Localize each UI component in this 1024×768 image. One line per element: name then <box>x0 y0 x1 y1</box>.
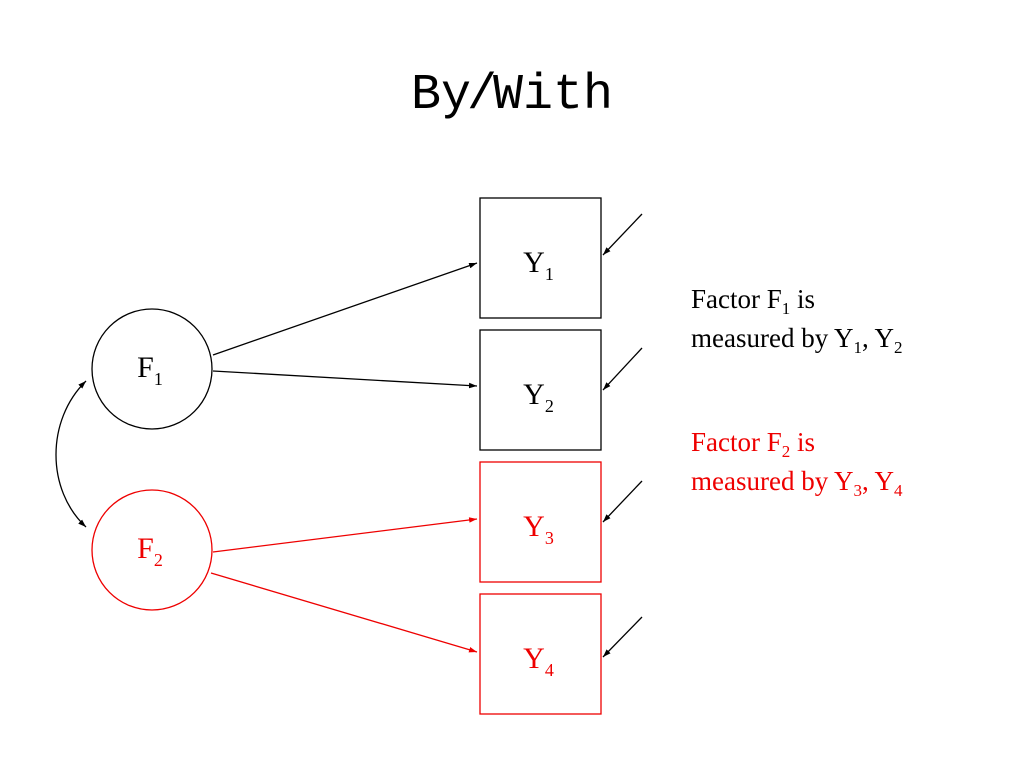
caption-text: measured by Y <box>691 466 854 496</box>
factor-letter: F <box>137 532 154 565</box>
title-separator: / <box>466 67 497 124</box>
residual-arrow-y1 <box>602 213 643 256</box>
caption-factor-1: Factor F1 is measured by Y1, Y2 <box>691 280 1011 358</box>
indicator-box-y3 <box>479 461 602 583</box>
factor-correlation-arrow <box>55 380 87 528</box>
indicator-letter: Y <box>523 642 545 675</box>
caption-subscript: 1 <box>781 299 791 318</box>
indicator-letter: Y <box>523 510 545 543</box>
indicator-subscript: 2 <box>545 396 554 416</box>
residual-arrow-y4 <box>602 616 643 658</box>
indicator-subscript: 3 <box>545 528 554 548</box>
residual-arrow-y3 <box>602 480 643 523</box>
caption-subscript: 2 <box>893 338 903 357</box>
factor-circle-f2 <box>91 489 213 611</box>
factor-node-f1: F1 <box>91 308 213 430</box>
factor-letter: F <box>137 351 154 384</box>
loading-arrow-f2-y4 <box>210 572 478 653</box>
caption-text: , Y <box>861 466 894 496</box>
caption-line-1: Factor F2 is <box>691 423 1011 462</box>
indicator-subscript: 4 <box>545 660 554 680</box>
caption-subscript: 4 <box>893 481 903 500</box>
indicator-node-y3: Y3 <box>479 461 602 583</box>
caption-text: Factor F <box>691 427 782 457</box>
indicator-node-y4: Y4 <box>479 593 602 715</box>
caption-line-2: measured by Y3, Y4 <box>691 462 1011 501</box>
caption-factor-2: Factor F2 is measured by Y3, Y4 <box>691 423 1011 501</box>
indicator-label-y4: Y4 <box>523 642 554 680</box>
caption-text: measured by Y <box>691 323 854 353</box>
factor-node-f2: F2 <box>91 489 213 611</box>
factor-circle-f1 <box>91 308 213 430</box>
loading-arrow-f1-y1 <box>212 262 478 356</box>
factor-subscript: 1 <box>154 369 163 389</box>
caption-line-2: measured by Y1, Y2 <box>691 319 1011 358</box>
residual-arrow-y2 <box>602 347 643 391</box>
indicator-node-y1: Y1 <box>479 197 602 319</box>
caption-text: Factor F <box>691 284 782 314</box>
factor-label-f2: F2 <box>137 532 163 570</box>
indicator-label-y1: Y1 <box>523 246 554 284</box>
indicator-box-y2 <box>479 329 602 451</box>
loading-arrow-f2-y3 <box>212 517 478 553</box>
indicator-letter: Y <box>523 378 545 411</box>
indicator-label-y2: Y2 <box>523 378 554 416</box>
title-part-with: With <box>493 67 614 124</box>
factor-subscript: 2 <box>154 550 163 570</box>
caption-text: is <box>790 427 816 457</box>
caption-subscript: 2 <box>781 442 791 461</box>
indicator-subscript: 1 <box>545 264 554 284</box>
indicator-node-y2: Y2 <box>479 329 602 451</box>
indicator-box-y1 <box>479 197 602 319</box>
factor-label-f1: F1 <box>137 351 163 389</box>
caption-subscript: 3 <box>853 481 862 500</box>
indicator-box-y4 <box>479 593 602 715</box>
caption-text: , Y <box>861 323 894 353</box>
caption-text: is <box>790 284 816 314</box>
loading-arrow-f1-y2 <box>212 370 478 389</box>
caption-line-1: Factor F1 is <box>691 280 1011 319</box>
indicator-letter: Y <box>523 246 545 279</box>
title-part-by: By <box>410 67 471 124</box>
caption-subscript: 1 <box>853 338 862 357</box>
slide-title: By/With <box>0 66 1024 126</box>
indicator-label-y3: Y3 <box>523 510 554 548</box>
